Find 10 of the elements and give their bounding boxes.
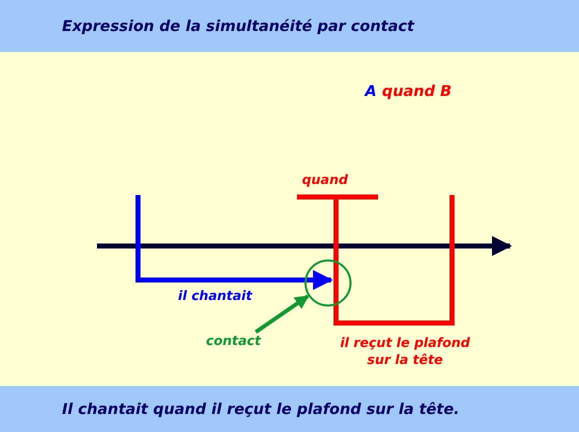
title: Expression de la simultanéité par contact (62, 17, 414, 35)
callout-text: contact (206, 334, 261, 349)
contact-circle (304, 259, 352, 307)
pointer-arrow (254, 294, 310, 334)
label: A (365, 82, 377, 100)
label: il reçut le plafond sur la tête (339, 335, 471, 369)
caption: Il chantait quand il reçut le plafond sur la tête. (62, 400, 460, 418)
label: il chantait (178, 289, 252, 304)
label: quand (302, 173, 348, 188)
label: quand B (382, 82, 452, 100)
